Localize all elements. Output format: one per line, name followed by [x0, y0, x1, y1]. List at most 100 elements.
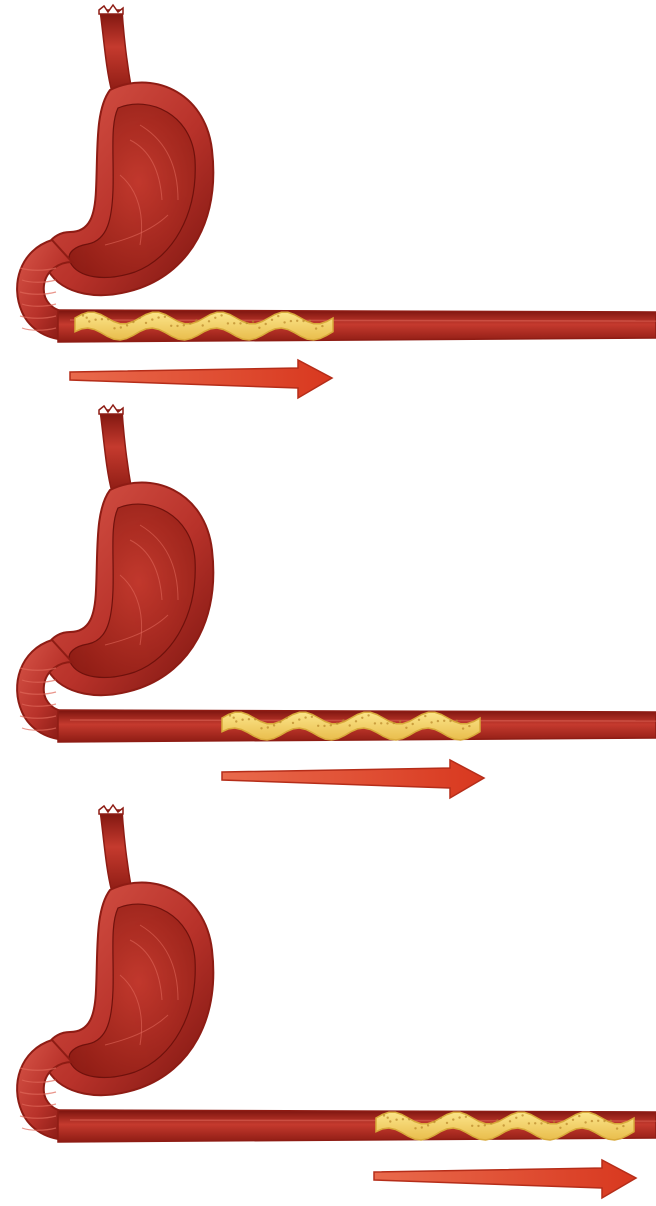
food-speck: [490, 1122, 492, 1124]
food-speck: [298, 718, 300, 720]
food-speck: [380, 722, 382, 724]
panel-1: [17, 5, 656, 398]
direction-arrow: [222, 760, 484, 798]
food-speck: [321, 325, 323, 327]
food-speck: [578, 1115, 580, 1117]
food-speck: [603, 1120, 605, 1122]
food-speck: [367, 714, 369, 716]
food-speck: [584, 1121, 586, 1123]
direction-arrow: [374, 1160, 636, 1198]
food-speck: [286, 717, 288, 719]
food-speck: [208, 320, 210, 322]
food-speck: [402, 1118, 404, 1120]
food-speck: [387, 1117, 389, 1119]
food-speck: [239, 322, 241, 324]
esophagus: [100, 810, 132, 892]
esophagus: [100, 410, 132, 492]
food-speck: [290, 320, 292, 322]
food-speck: [405, 727, 407, 729]
food-speck: [132, 321, 134, 323]
food-speck: [139, 317, 141, 319]
food-speck: [273, 724, 275, 726]
food-speck: [265, 323, 267, 325]
food-speck: [456, 720, 458, 722]
food-speck: [521, 1114, 523, 1116]
food-speck: [145, 322, 147, 324]
food-speck: [547, 1122, 549, 1124]
food-speck: [246, 322, 248, 324]
food-speck: [468, 725, 470, 727]
food-speck: [151, 318, 153, 320]
food-speck: [437, 720, 439, 722]
food-speck: [309, 320, 311, 322]
food-speck: [399, 720, 401, 722]
food-speck: [421, 1126, 423, 1128]
food-speck: [566, 1123, 568, 1125]
food-speck: [355, 720, 357, 722]
food-speck: [389, 1120, 391, 1122]
food-speck: [189, 322, 191, 324]
food-speck: [553, 1120, 555, 1122]
food-speck: [412, 723, 414, 725]
food-speck: [157, 316, 159, 318]
food-speck: [113, 327, 115, 329]
food-speck: [304, 716, 306, 718]
food-speck: [214, 317, 216, 319]
food-speck: [418, 719, 420, 721]
food-speck: [183, 324, 185, 326]
food-speck: [452, 1118, 454, 1120]
food-speck: [220, 314, 222, 316]
food-speck: [374, 722, 376, 724]
food-speck: [395, 1119, 397, 1121]
food-speck: [449, 720, 451, 722]
food-speck: [88, 320, 90, 322]
food-speck: [477, 1125, 479, 1127]
food-speck: [271, 319, 273, 321]
food-speck: [107, 318, 109, 320]
food-speck: [534, 1122, 536, 1124]
food-speck: [342, 719, 344, 721]
food-speck: [233, 322, 235, 324]
food-speck: [315, 327, 317, 329]
food-speck: [292, 722, 294, 724]
food-speck: [465, 1116, 467, 1118]
food-speck: [393, 722, 395, 724]
food-speck: [458, 1116, 460, 1118]
food-speck: [349, 724, 351, 726]
food-speck: [540, 1122, 542, 1124]
food-speck: [616, 1127, 618, 1129]
food-speck: [311, 716, 313, 718]
food-speck: [462, 727, 464, 729]
food-speck: [229, 714, 231, 716]
food-speck: [176, 325, 178, 327]
food-speck: [258, 327, 260, 329]
food-speck: [302, 320, 304, 322]
food-speck: [86, 317, 88, 319]
food-speck: [515, 1117, 517, 1119]
food-speck: [164, 316, 166, 318]
food-speck: [610, 1120, 612, 1122]
food-speck: [414, 1127, 416, 1129]
food-speck: [471, 1125, 473, 1127]
food-speck: [424, 715, 426, 717]
food-speck: [496, 1119, 498, 1121]
food-speck: [283, 321, 285, 323]
food-speck: [248, 718, 250, 720]
food-speck: [408, 1118, 410, 1120]
food-speck: [446, 1122, 448, 1124]
food-speck: [241, 719, 243, 721]
food-speck: [323, 725, 325, 727]
food-speck: [202, 324, 204, 326]
food-speck: [101, 318, 103, 320]
food-speck: [430, 721, 432, 723]
food-speck: [597, 1120, 599, 1122]
food-speck: [233, 717, 235, 719]
food-speck: [336, 722, 338, 724]
food-speck: [317, 725, 319, 727]
food-speck: [277, 315, 279, 317]
food-speck: [484, 1124, 486, 1126]
food-speck: [82, 314, 84, 316]
food-speck: [170, 325, 172, 327]
